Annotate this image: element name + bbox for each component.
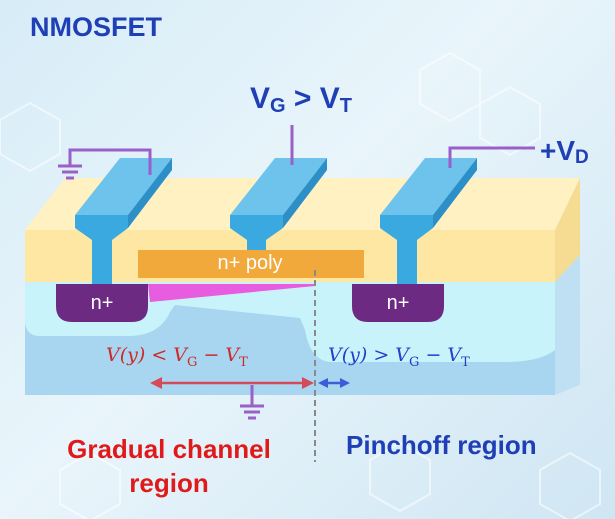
drain-contact-side xyxy=(433,158,477,228)
drain-label: n+ xyxy=(386,292,410,314)
poly-gate xyxy=(138,250,364,278)
inversion-channel xyxy=(148,284,315,302)
page-title: NMOSFET xyxy=(30,12,162,42)
source-contact-top xyxy=(75,158,172,215)
pinchoff-condition: V(y) > VG − VT xyxy=(328,344,470,370)
pinchoff-arrow xyxy=(318,378,350,388)
gate-voltage-label: VG > VT xyxy=(250,82,353,117)
gate-plug xyxy=(230,215,283,252)
source-contact-side xyxy=(128,158,172,228)
source-label: n+ xyxy=(90,292,114,314)
pinchoff-region-label: Pinchoff region xyxy=(346,430,537,460)
drain-plug xyxy=(380,215,433,290)
drain-wire xyxy=(448,146,535,168)
gradual-channel-condition: V(y) < VG − VT xyxy=(106,344,248,370)
ground-wire xyxy=(68,148,152,175)
source-plug xyxy=(75,215,128,290)
n-plus-source xyxy=(56,284,148,322)
gradual-channel-region-label: Gradual channel region xyxy=(67,434,271,498)
substrate-right-face xyxy=(555,255,580,395)
poly-gate-label: n+ poly xyxy=(217,252,283,274)
drain-contact-top xyxy=(380,158,477,215)
oxide-right-face xyxy=(555,178,580,282)
drain-voltage-label: +VD xyxy=(540,135,589,168)
body-ground-icon xyxy=(240,404,264,420)
gate-contact-top xyxy=(230,158,327,215)
gate-contact-side xyxy=(283,158,327,228)
n-plus-drain xyxy=(352,284,444,322)
gradual-channel-arrow xyxy=(150,377,314,389)
ground-icon xyxy=(58,164,82,180)
